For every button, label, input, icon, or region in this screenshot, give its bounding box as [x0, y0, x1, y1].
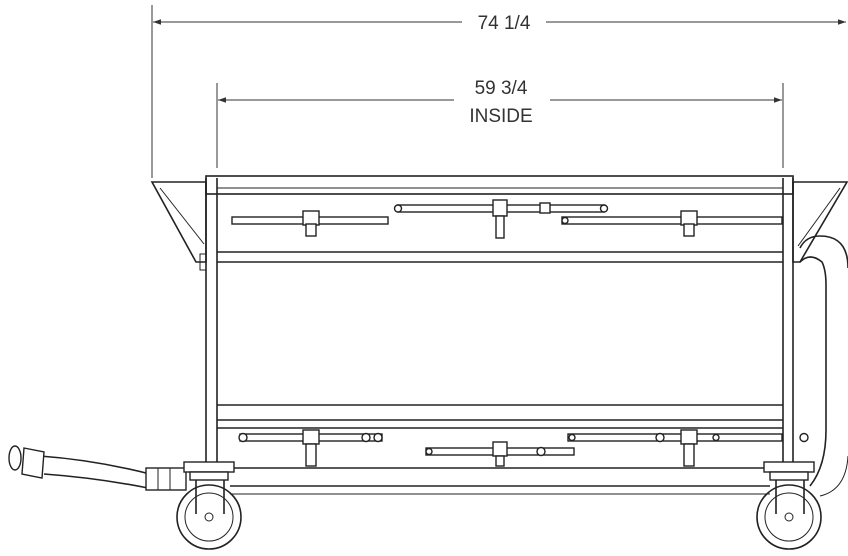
- overall-width-dimension: 74 1/4: [151, 5, 846, 178]
- hose-end: [8, 445, 22, 471]
- inside-width-label: 59 3/4: [475, 78, 528, 99]
- upper-spray-bars: [231, 199, 783, 239]
- lower-spray-bar-right: [567, 433, 783, 442]
- hose-nozzle: [21, 447, 45, 479]
- return-pipe: [799, 235, 848, 497]
- top-rim: [205, 175, 794, 195]
- inlet-hose: [8, 445, 187, 491]
- left-flange: [150, 181, 207, 263]
- hose-coupling: [145, 467, 187, 491]
- right-flange: [792, 181, 848, 263]
- inside-width-dimension: 59 3/4 INSIDE: [216, 78, 784, 168]
- cart-frame: [150, 175, 848, 495]
- right-caster: [756, 461, 822, 550]
- left-wheel: [176, 484, 242, 550]
- right-wheel: [756, 484, 822, 550]
- overall-width-label: 74 1/4: [478, 13, 531, 34]
- upper-spray-bar-right: [561, 216, 783, 225]
- lower-spray-bars: [238, 429, 809, 467]
- left-caster: [176, 461, 242, 550]
- inside-caption: INSIDE: [469, 106, 532, 127]
